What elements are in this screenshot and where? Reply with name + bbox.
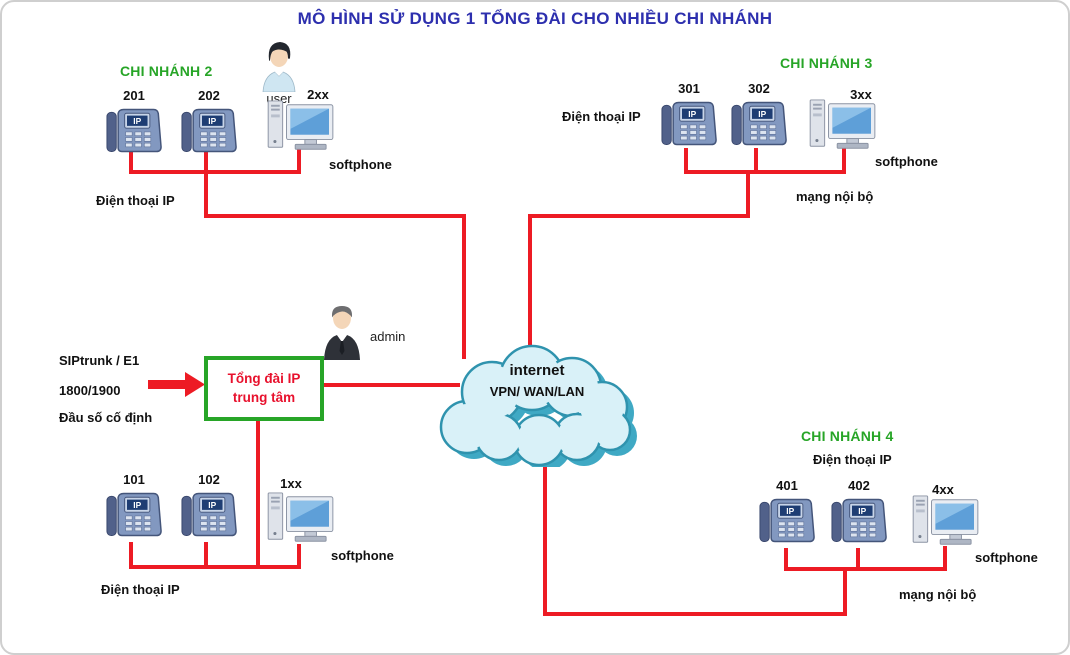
extension-label-102: 102 [198,472,220,487]
extension-label-4xx: 4xx [932,482,954,497]
wire-b1-phone2-drop [204,542,208,567]
pbx-label-line2: trung tâm [232,389,296,405]
wire-b3-pc-drop [842,146,846,172]
trunk-line2: 1800/1900 [59,383,121,398]
cloud-text: internet VPN/ WAN/LAN [430,362,644,399]
pbx-label-line1: Tổng đài IP [227,370,301,386]
device-label-b4: Điện thoại IP [813,452,892,467]
diagram-title: MÔ HÌNH SỬ DỤNG 1 TỔNG ĐÀI CHO NHIỀU CHI… [297,9,773,28]
softphone-computer-icon-b1 [265,491,337,547]
extension-label-1xx: 1xx [280,476,302,491]
internet-cloud [427,332,647,467]
wire-b2-to-cloud-h [204,214,466,218]
wire-b3-to-cloud-v [528,214,532,354]
softphone-computer-icon-b3 [807,98,879,154]
wire-b3-phone2-drop [754,148,758,172]
admin-person-icon [318,302,366,360]
softphone-computer-icon-b4 [910,494,982,550]
wire-b2-phone2-drop [204,150,208,172]
wire-cloud-to-b4-v [543,454,547,616]
wire-b1-bus [129,565,301,569]
device-label-b3: Điện thoại IP [562,109,641,124]
extension-label-101: 101 [123,472,145,487]
extension-label-2xx: 2xx [307,87,329,102]
extension-label-202: 202 [198,88,220,103]
wire-b2-downlink [204,172,208,218]
branch2-heading: CHI NHÁNH 2 [120,63,213,79]
wire-b2-to-cloud-v [462,214,466,359]
device-label-b2: Điện thoại IP [96,193,175,208]
user-person-icon [256,38,302,92]
softphone-label-b2: softphone [329,157,392,172]
extension-label-401: 401 [776,478,798,493]
extension-label-201: 201 [123,88,145,103]
wire-b1-pc-drop [297,544,301,567]
softphone-label-b4: softphone [975,550,1038,565]
ip-phone-icon-201 [106,106,162,156]
wire-b3-to-cloud-h [528,214,750,218]
ip-phone-icon-401 [759,496,815,546]
wire-b2-bus [129,170,301,174]
softphone-label-b3: softphone [875,154,938,169]
ip-phone-icon-301 [661,99,717,149]
ip-phone-icon-101 [106,490,162,540]
cloud-line1: internet [509,362,565,379]
wire-cloud-to-b4-h [543,612,847,616]
branch3-heading: CHI NHÁNH 3 [780,55,873,71]
wire-b3-downlink [746,172,750,218]
ip-phone-icon-302 [731,99,787,149]
cloud-line2: VPN/ WAN/LAN [489,384,585,399]
ip-phone-icon-102 [181,490,237,540]
device-label-b1: Điện thoại IP [101,582,180,597]
extension-label-302: 302 [748,81,770,96]
pbx-box: Tổng đài IP trung tâm [204,356,324,421]
wire-b4-phone2-drop [856,548,860,569]
wire-b2-phone1-drop [129,150,133,172]
wire-pbx-to-cloud [317,383,460,387]
branch4-heading: CHI NHÁNH 4 [801,428,894,444]
network-label-b3: mạng nội bộ [796,189,874,204]
wire-b1-phone1-drop [129,542,133,567]
wire-pbx-to-b1 [256,413,260,569]
wire-b4-bus [784,567,947,571]
softphone-computer-icon-b2 [265,99,337,155]
network-label-b4: mạng nội bộ [899,587,977,602]
wire-b3-bus [684,170,846,174]
ip-phone-icon-402 [831,496,887,546]
wire-b4-downlink [843,567,847,616]
ip-phone-icon-202 [181,106,237,156]
extension-label-3xx: 3xx [850,87,872,102]
wire-b3-phone1-drop [684,148,688,172]
trunk-arrow-icon [148,370,206,398]
admin-label: admin [370,329,406,344]
trunk-line3: Đầu số cố định [59,410,153,425]
softphone-label-b1: softphone [331,548,394,563]
trunk-line1: SIPtrunk / E1 [59,353,140,368]
extension-label-402: 402 [848,478,870,493]
extension-label-301: 301 [678,81,700,96]
wire-b4-phone1-drop [784,548,788,569]
wire-b2-pc-drop [297,148,301,172]
wire-b4-pc-drop [943,546,947,569]
